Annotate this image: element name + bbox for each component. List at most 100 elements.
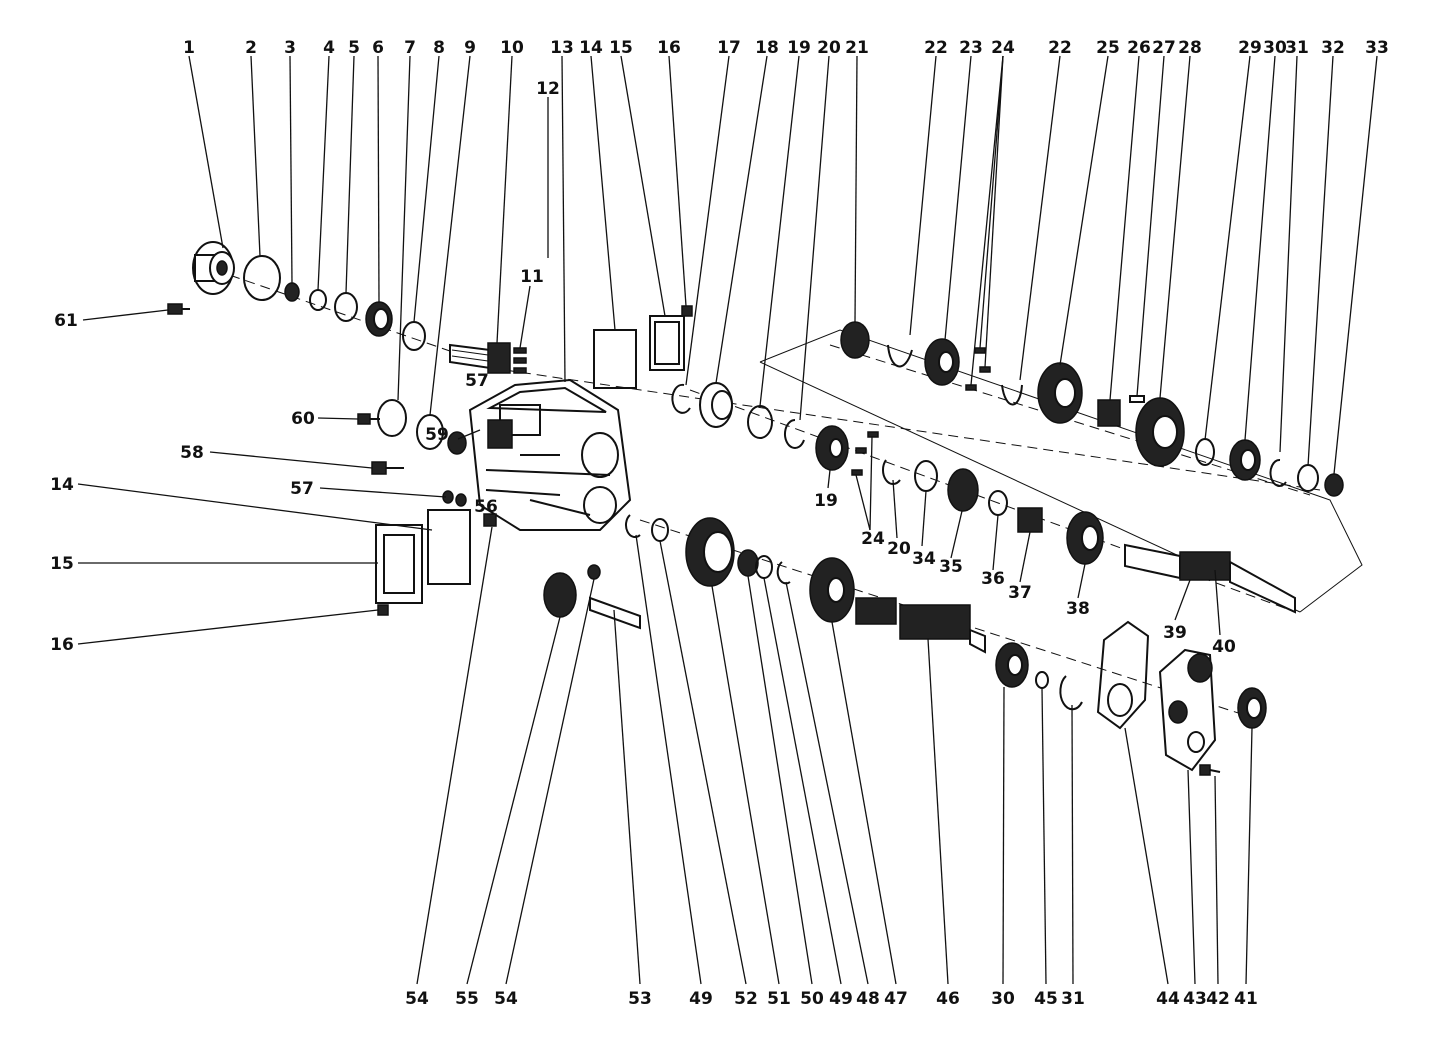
label-33: 33 [1365,38,1389,58]
label-31: 31 [1285,38,1309,58]
label-57a: 57 [465,371,489,391]
part-42-bolt [1199,764,1221,776]
part-16-bolt-top [681,305,693,317]
label-56: 56 [474,497,498,517]
label-29: 29 [1238,38,1262,58]
part-49-snap-ring [625,514,641,538]
label-19: 19 [787,38,811,58]
part-29-washer [1195,438,1215,466]
label-16-left: 16 [50,635,74,655]
label-23: 23 [959,38,983,58]
part-50-bearing [737,549,759,577]
part-57-plug [442,490,467,507]
part-18-bearing [699,382,733,428]
label-43: 43 [1183,989,1207,1009]
part-24-inserts [965,347,991,391]
label-13: 13 [550,38,574,58]
label-27: 27 [1152,38,1176,58]
label-18: 18 [755,38,779,58]
part-15-cover-top [649,315,685,371]
part-34-synchro-ring [914,460,938,492]
label-1: 1 [183,38,195,58]
label-24: 24 [991,38,1015,58]
leader-lines [77,55,1378,985]
label-34: 34 [912,549,936,569]
part-15-cover-lower [375,524,423,604]
part-8-ring [402,321,426,351]
label-2: 2 [245,38,257,58]
label-38: 38 [1066,599,1090,619]
part-14-gasket-lower [427,509,471,585]
label-12: 12 [536,79,560,99]
label-30: 30 [1263,38,1287,58]
label-31-bottom: 31 [1061,989,1085,1009]
part-53-idler-shaft [589,596,641,630]
label-28: 28 [1178,38,1202,58]
part-23-synchro-hub [924,338,960,386]
part-10-input-shaft [449,342,511,374]
label-24-mid: 24 [861,529,885,549]
part-1-flange [192,241,235,295]
part-4-washer [309,289,327,311]
part-5-ring [334,292,358,322]
label-3: 3 [284,38,296,58]
part-41-seal [1237,687,1267,729]
label-36: 36 [981,569,1005,589]
label-55: 55 [455,989,479,1009]
label-15: 15 [609,38,633,58]
label-50: 50 [800,989,824,1009]
label-9: 9 [464,38,476,58]
part-30-bearing-lower [995,642,1029,688]
label-54b: 54 [494,989,518,1009]
part-38-gear [1066,511,1104,565]
label-6: 6 [372,38,384,58]
label-10: 10 [500,38,524,58]
label-14-left: 14 [50,475,74,495]
label-16: 16 [657,38,681,58]
label-49a: 49 [689,989,713,1009]
part-13-transmission-case [468,378,632,531]
part-51-cluster-gear [685,517,735,587]
label-11: 11 [520,267,544,287]
part-22-spring-b [1001,384,1023,406]
part-26-needle-bearing [1097,399,1121,427]
part-56-plug [483,513,497,527]
label-46: 46 [936,989,960,1009]
label-53: 53 [628,989,652,1009]
part-33-nut [1324,473,1344,497]
label-14: 14 [579,38,603,58]
part-31-snap-ring-upper [1269,459,1287,487]
part-11-keys [513,347,527,374]
part-39-mainshaft [1124,543,1296,614]
label-39: 39 [1163,623,1187,643]
label-61: 61 [54,311,78,331]
label-47: 47 [884,989,908,1009]
label-5: 5 [348,38,360,58]
label-51: 51 [767,989,791,1009]
part-58-bolt [371,461,404,475]
part-25-gear [1037,362,1083,424]
part-21-synchro-ring [840,321,870,359]
label-58: 58 [180,443,204,463]
label-54a: 54 [405,989,429,1009]
label-30-bottom: 30 [991,989,1015,1009]
part-19-gear [815,425,849,471]
label-19-mid: 19 [814,491,838,511]
part-31-snap-ring-lower [1059,675,1083,711]
part-44-gasket-rear [1096,620,1150,730]
label-60: 60 [291,409,315,429]
label-59: 59 [425,425,449,445]
part-55-reverse-idler [543,572,577,618]
part-35-gear [947,468,979,512]
label-25: 25 [1096,38,1120,58]
part-7-cover [377,399,407,437]
label-22a: 22 [924,38,948,58]
label-15-left: 15 [50,554,74,574]
label-48: 48 [856,989,880,1009]
part-16-bolt-lower [377,604,389,616]
part-46-countershaft [855,597,986,654]
label-42: 42 [1206,989,1230,1009]
part-47-gear [809,557,855,623]
label-57b: 57 [290,479,314,499]
